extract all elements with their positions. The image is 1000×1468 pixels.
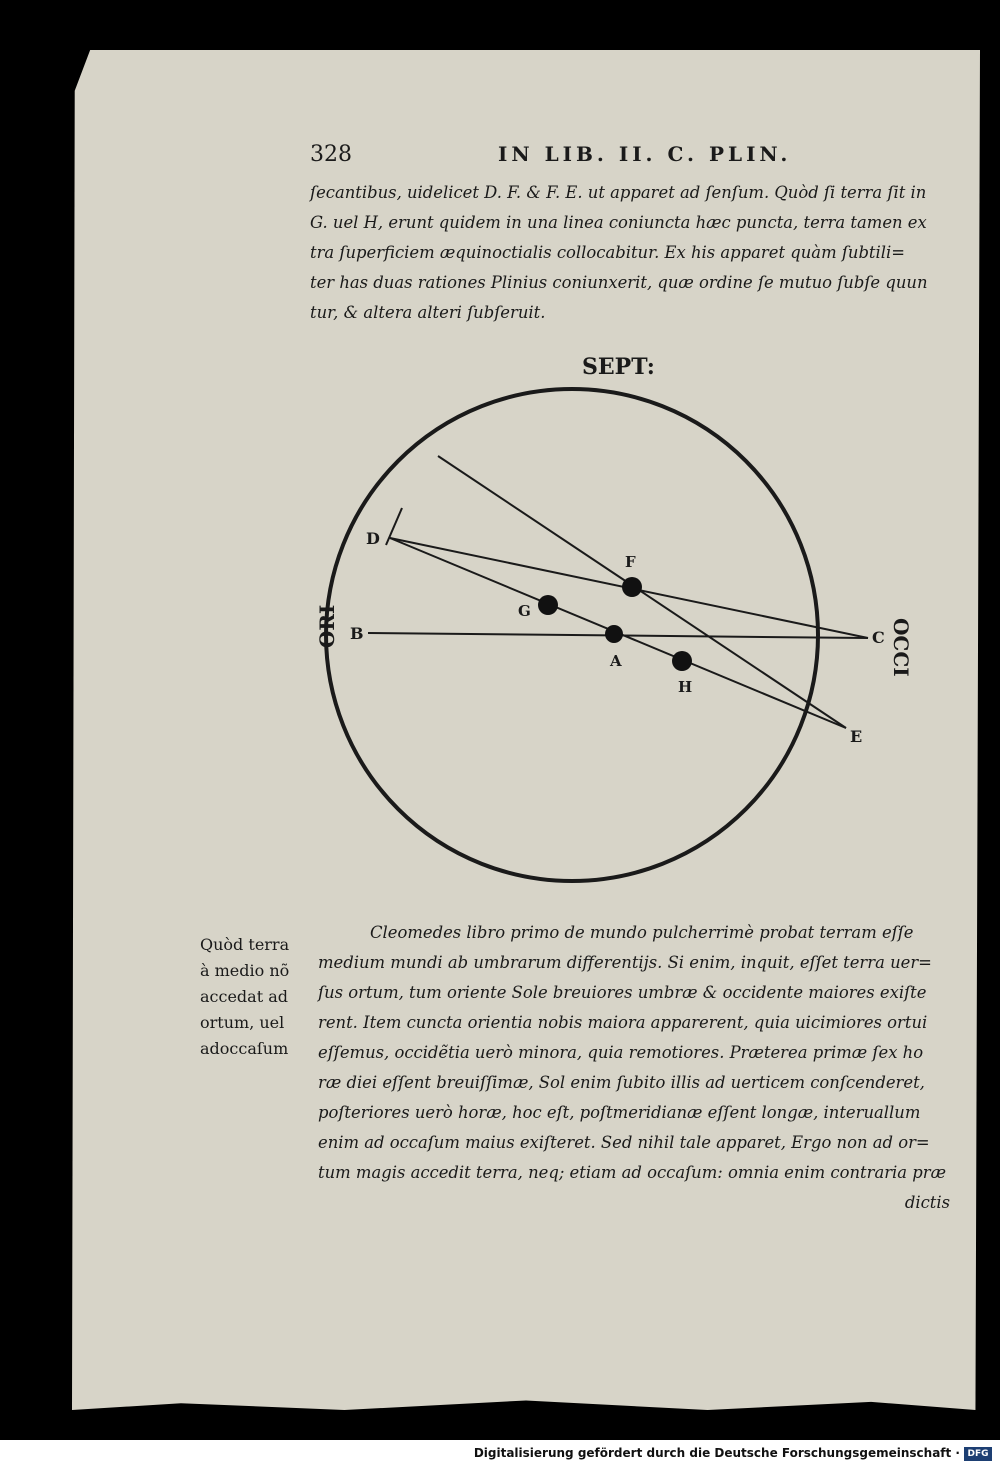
horizon-circle bbox=[324, 387, 820, 883]
paragraph-1: ſecantibus, uidelicet D. F. & F. E. ut a… bbox=[310, 178, 950, 328]
dfg-logo-icon[interactable]: DFG bbox=[964, 1447, 992, 1461]
text-line: ter has duas rationes Plinius coniunxeri… bbox=[310, 273, 928, 292]
text-line: tur, & altera alteri ſubſeruit. bbox=[310, 303, 546, 322]
paragraph-2: Cleomedes libro primo de mundo pulcherri… bbox=[318, 918, 958, 1218]
text-line: tra ſuperficiem æquinoctialis collocabit… bbox=[310, 243, 905, 262]
text-line: ſus ortum, tum oriente Sole breuiores um… bbox=[318, 983, 927, 1002]
text-line: poſteriores uerò horæ, hoc eſt, poſtmeri… bbox=[318, 1103, 921, 1122]
text-line: medium mundi ab umbrarum differentijs. S… bbox=[318, 953, 932, 972]
text-line: ræ diei eſſent breuiſſimæ, Sol enim ſubi… bbox=[318, 1073, 925, 1092]
line-top-e bbox=[437, 455, 847, 729]
text-line: ſecantibus, uidelicet D. F. & F. E. ut a… bbox=[310, 183, 927, 202]
margin-line: accedat ad bbox=[200, 987, 289, 1006]
margin-line: adoccaſum bbox=[200, 1039, 289, 1058]
point-h bbox=[672, 651, 692, 671]
label-d: D bbox=[366, 529, 380, 548]
d-tick bbox=[385, 507, 403, 546]
point-g bbox=[538, 595, 558, 615]
point-a bbox=[605, 625, 623, 643]
label-a: A bbox=[609, 652, 622, 670]
text-line: Cleomedes libro primo de mundo pulcherri… bbox=[370, 923, 914, 942]
footer-credit[interactable]: Digitalisierung gefördert durch die Deut… bbox=[473, 1446, 960, 1460]
text-line: eſſemus, occidẽtia uerò minora, quia rem… bbox=[318, 1043, 924, 1062]
book-page bbox=[72, 50, 980, 1410]
label-c: C bbox=[872, 628, 885, 647]
label-occi: OCCI bbox=[889, 618, 910, 677]
label-sept: SEPT: bbox=[582, 354, 655, 380]
margin-line: à medio nõ bbox=[200, 961, 290, 980]
label-f: F bbox=[625, 553, 636, 571]
margin-note: Quòd terra à medio nõ accedat ad ortum, … bbox=[200, 932, 316, 1062]
label-e: E bbox=[850, 727, 862, 746]
running-head: IN LIB. II. C. PLIN. bbox=[498, 142, 792, 166]
text-line: tum magis accedit terra, neq; etiam ad o… bbox=[318, 1163, 947, 1182]
text-line: G. uel H, erunt quidem in una linea coni… bbox=[310, 213, 927, 232]
label-h: H bbox=[678, 678, 692, 696]
diagram-svg: SEPT: ORI OCCI D B C E F G A H bbox=[315, 354, 910, 883]
page-number: 328 bbox=[310, 142, 352, 167]
margin-line: Quòd terra bbox=[200, 935, 290, 954]
label-g: G bbox=[518, 602, 531, 620]
label-b: B bbox=[350, 624, 364, 643]
text-line: enim ad occaſum maius exiſteret. Sed nih… bbox=[318, 1133, 930, 1152]
text-line: rent. Item cuncta orientia nobis maiora … bbox=[318, 1013, 928, 1032]
footer-bar bbox=[0, 1440, 1000, 1468]
margin-line: ortum, uel bbox=[200, 1013, 285, 1032]
point-f bbox=[622, 577, 642, 597]
geometric-diagram: SEPT: ORI OCCI D B C E F G A H bbox=[290, 340, 910, 900]
catchword: dictis bbox=[904, 1193, 950, 1212]
label-ori: ORI bbox=[315, 605, 339, 648]
